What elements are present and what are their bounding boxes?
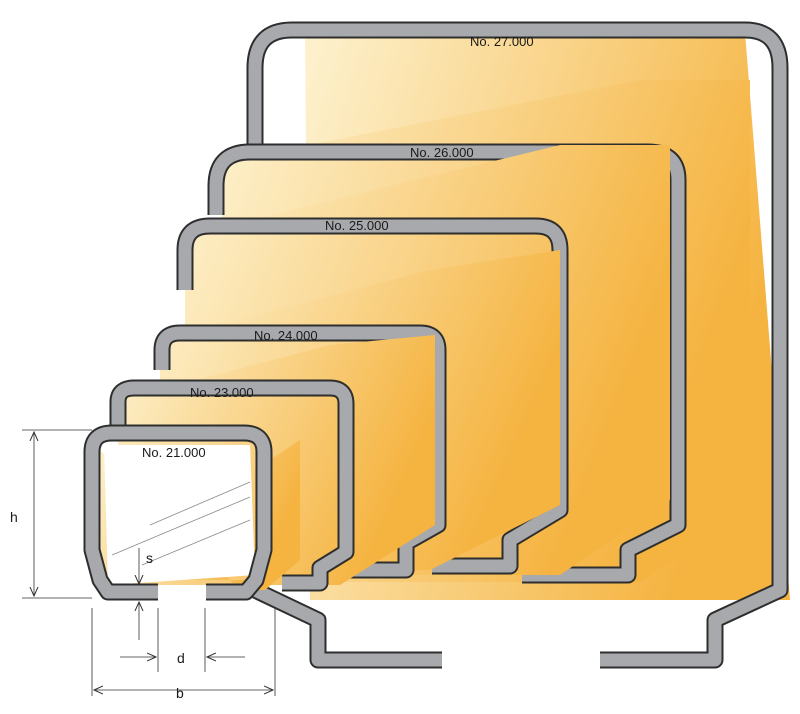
profile-26000-label: No. 26.000 — [410, 145, 474, 160]
profile-27000-rail-edge — [248, 23, 787, 667]
profile-25000-label: No. 25.000 — [325, 218, 389, 233]
profile-21000-rail-edge — [85, 426, 271, 599]
profile-23000-rail-edge — [111, 381, 353, 590]
profile-21000: No. 21.000 — [83, 424, 300, 601]
profile-24000-label: No. 24.000 — [254, 328, 318, 343]
thickness-label: s — [146, 550, 153, 566]
width-label: b — [176, 685, 184, 701]
profile-23000-label: No. 23.000 — [190, 385, 254, 400]
profile-24000-rail-edge — [155, 326, 445, 577]
opening-label: d — [177, 650, 185, 666]
profile-25000-rail-edge — [178, 219, 567, 573]
profile-27000-label: No. 27.000 — [470, 34, 534, 49]
profile-21000-label: No. 21.000 — [142, 445, 206, 460]
profile-21000-hatch — [111, 481, 251, 566]
profile-21000-inner-face — [104, 445, 255, 585]
height-label: h — [10, 509, 18, 525]
dimension-annotations — [22, 429, 276, 696]
